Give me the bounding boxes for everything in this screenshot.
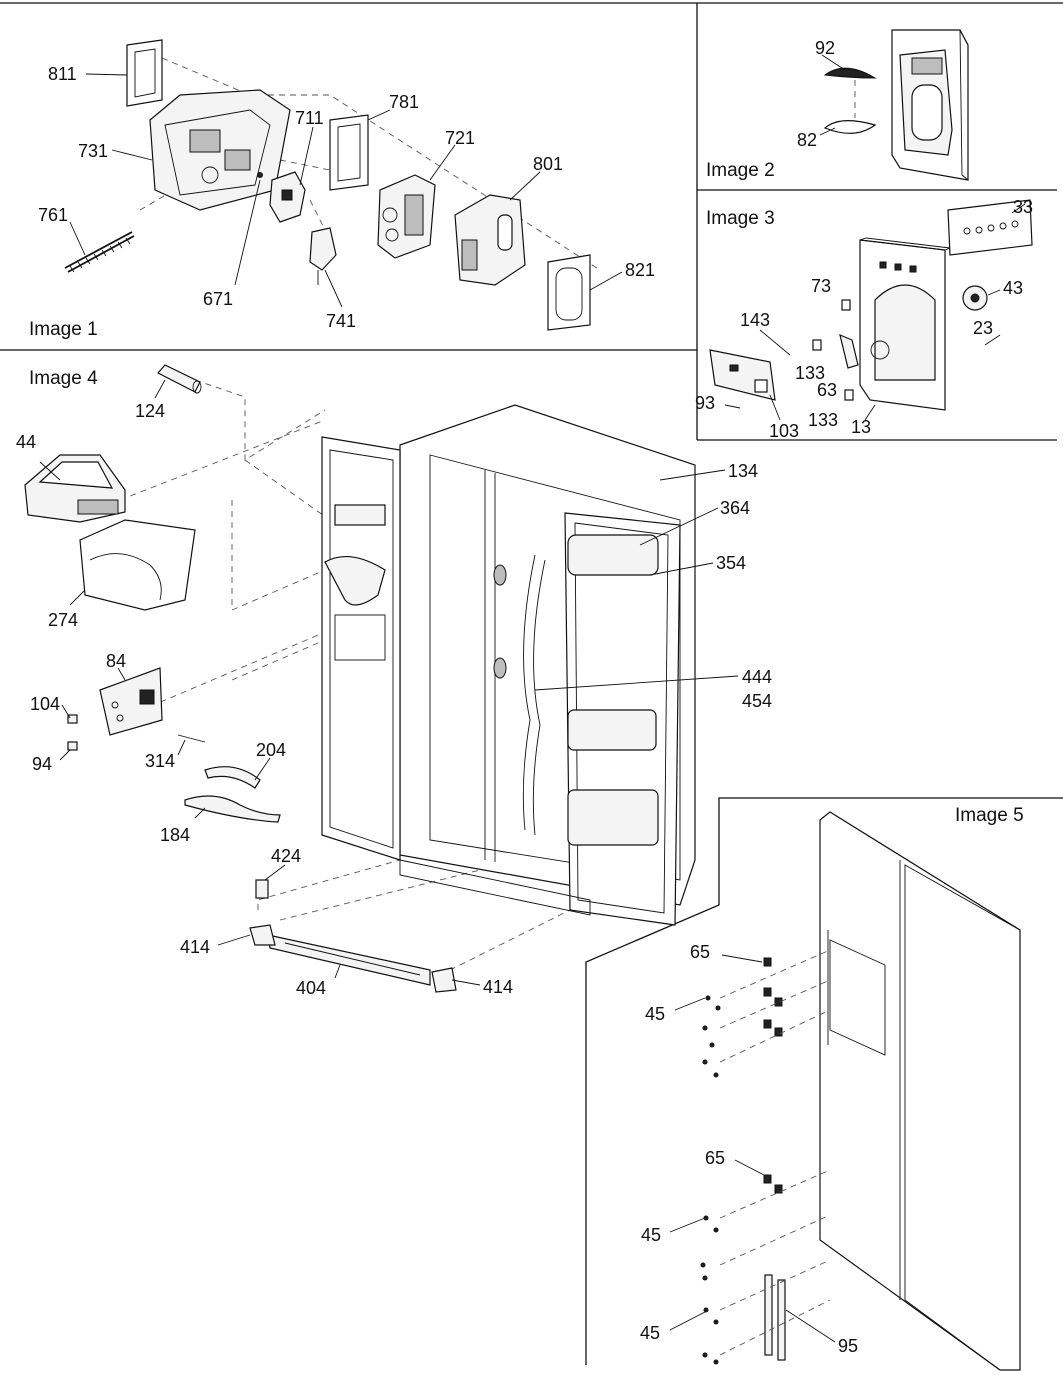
- part-label-143: 143: [740, 310, 771, 330]
- part-label-424: 424: [271, 846, 302, 866]
- part-33-keypad-overlay: [947, 199, 1033, 256]
- part-82-paddle: [823, 120, 877, 134]
- part-204-arm: [204, 766, 261, 789]
- part-label-94: 94: [32, 754, 53, 774]
- part-label-82: 82: [797, 130, 818, 150]
- part-671-screw: [257, 172, 263, 178]
- part-95-trim-b: [777, 1279, 786, 1361]
- part-label-133-b: 133: [808, 410, 839, 430]
- part-label-731: 731: [78, 141, 109, 161]
- part-label-45-top: 45: [645, 1004, 666, 1024]
- image5-parts: [669, 811, 1021, 1371]
- part-label-45-middle: 45: [641, 1225, 662, 1245]
- part-label-65-top: 65: [690, 942, 711, 962]
- part-label-92: 92: [815, 38, 836, 58]
- part-73-clip: [841, 299, 851, 311]
- image2-parts: [819, 29, 969, 181]
- part-label-811: 811: [48, 64, 77, 84]
- part-label-454: 454: [742, 691, 773, 711]
- part-label-761: 761: [38, 205, 69, 225]
- panel-title-image-2: Image 2: [706, 160, 775, 181]
- part-424-clip: [255, 879, 269, 899]
- panel-title-image-1: Image 1: [29, 319, 98, 340]
- part-124-auger-tube: [157, 364, 202, 394]
- part-label-721: 721: [445, 128, 476, 148]
- door-panel: [819, 811, 1021, 1371]
- part-label-184: 184: [160, 825, 191, 845]
- part-label-73: 73: [811, 276, 832, 296]
- part-label-13: 13: [851, 417, 872, 437]
- part-84-bracket: [99, 667, 163, 736]
- image3-parts: [709, 199, 1033, 421]
- part-label-364: 364: [720, 498, 751, 518]
- part-label-33: 33: [1013, 197, 1034, 217]
- part-label-314: 314: [145, 751, 176, 771]
- image1-parts: [64, 39, 623, 331]
- part-811-gasket: [126, 39, 163, 107]
- refrigerator-cabinet: [249, 404, 696, 993]
- part-label-23: 23: [973, 318, 994, 338]
- part-label-63: 63: [817, 380, 838, 400]
- part-label-124: 124: [135, 401, 166, 421]
- part-414-bracket-right: [431, 967, 457, 993]
- screws-45: [700, 995, 721, 1365]
- part-801-cover: [454, 194, 526, 286]
- part-label-95: 95: [838, 1336, 859, 1356]
- part-label-671: 671: [203, 289, 234, 309]
- part-13-dispenser-housing: [859, 237, 951, 411]
- part-label-404: 404: [296, 978, 327, 998]
- part-label-43: 43: [1003, 278, 1024, 298]
- part-93-control-board: [709, 349, 776, 401]
- part-label-781: 781: [389, 92, 420, 112]
- part-label-134: 134: [728, 461, 759, 481]
- part-821-gasket: [547, 254, 591, 331]
- part-133-clip-b: [844, 389, 854, 401]
- part-414-bracket-left: [249, 924, 276, 946]
- part-721-solenoid: [377, 174, 436, 259]
- part-94-nut: [67, 741, 78, 751]
- part-63-lever: [839, 333, 859, 369]
- part-43-motor: [962, 285, 988, 311]
- part-274-ice-bin: [79, 519, 196, 611]
- part-95-trim-a: [764, 1274, 773, 1356]
- part-731-housing: [149, 89, 291, 211]
- part-label-354: 354: [716, 553, 747, 573]
- part-label-274: 274: [48, 610, 79, 630]
- part-404-toe-grille: [267, 934, 431, 986]
- part-label-45-bottom: 45: [640, 1323, 661, 1343]
- part-44-ice-bin-lid: [24, 454, 126, 523]
- part-label-84: 84: [106, 651, 127, 671]
- part-label-93: 93: [695, 393, 716, 413]
- part-label-711: 711: [295, 108, 324, 128]
- part-741-switch: [309, 227, 337, 285]
- dispenser-front-panel: [891, 29, 969, 181]
- part-92-grille: [823, 67, 877, 79]
- part-label-204: 204: [256, 740, 287, 760]
- panel-title-image-4: Image 4: [29, 368, 98, 389]
- part-label-65-bottom: 65: [705, 1148, 726, 1168]
- image4-parts: [24, 364, 739, 993]
- part-761-spring: [64, 231, 135, 273]
- part-label-103: 103: [769, 421, 800, 441]
- panel-title-image-3: Image 3: [706, 208, 775, 229]
- part-781-gasket: [329, 114, 369, 191]
- part-133-clip-a: [812, 339, 822, 351]
- part-label-801: 801: [533, 154, 564, 174]
- part-label-821: 821: [625, 260, 656, 280]
- panel-title-image-5: Image 5: [955, 805, 1024, 826]
- part-label-44: 44: [16, 432, 37, 452]
- part-label-414-right: 414: [483, 977, 514, 997]
- part-label-444: 444: [742, 667, 773, 687]
- part-label-741: 741: [326, 311, 357, 331]
- part-label-414-left: 414: [180, 937, 211, 957]
- part-711-actuator: [269, 171, 306, 223]
- part-184-arm: [184, 795, 281, 823]
- part-label-133-a: 133: [795, 363, 826, 383]
- part-label-104: 104: [30, 694, 61, 714]
- part-104-nut: [67, 714, 78, 724]
